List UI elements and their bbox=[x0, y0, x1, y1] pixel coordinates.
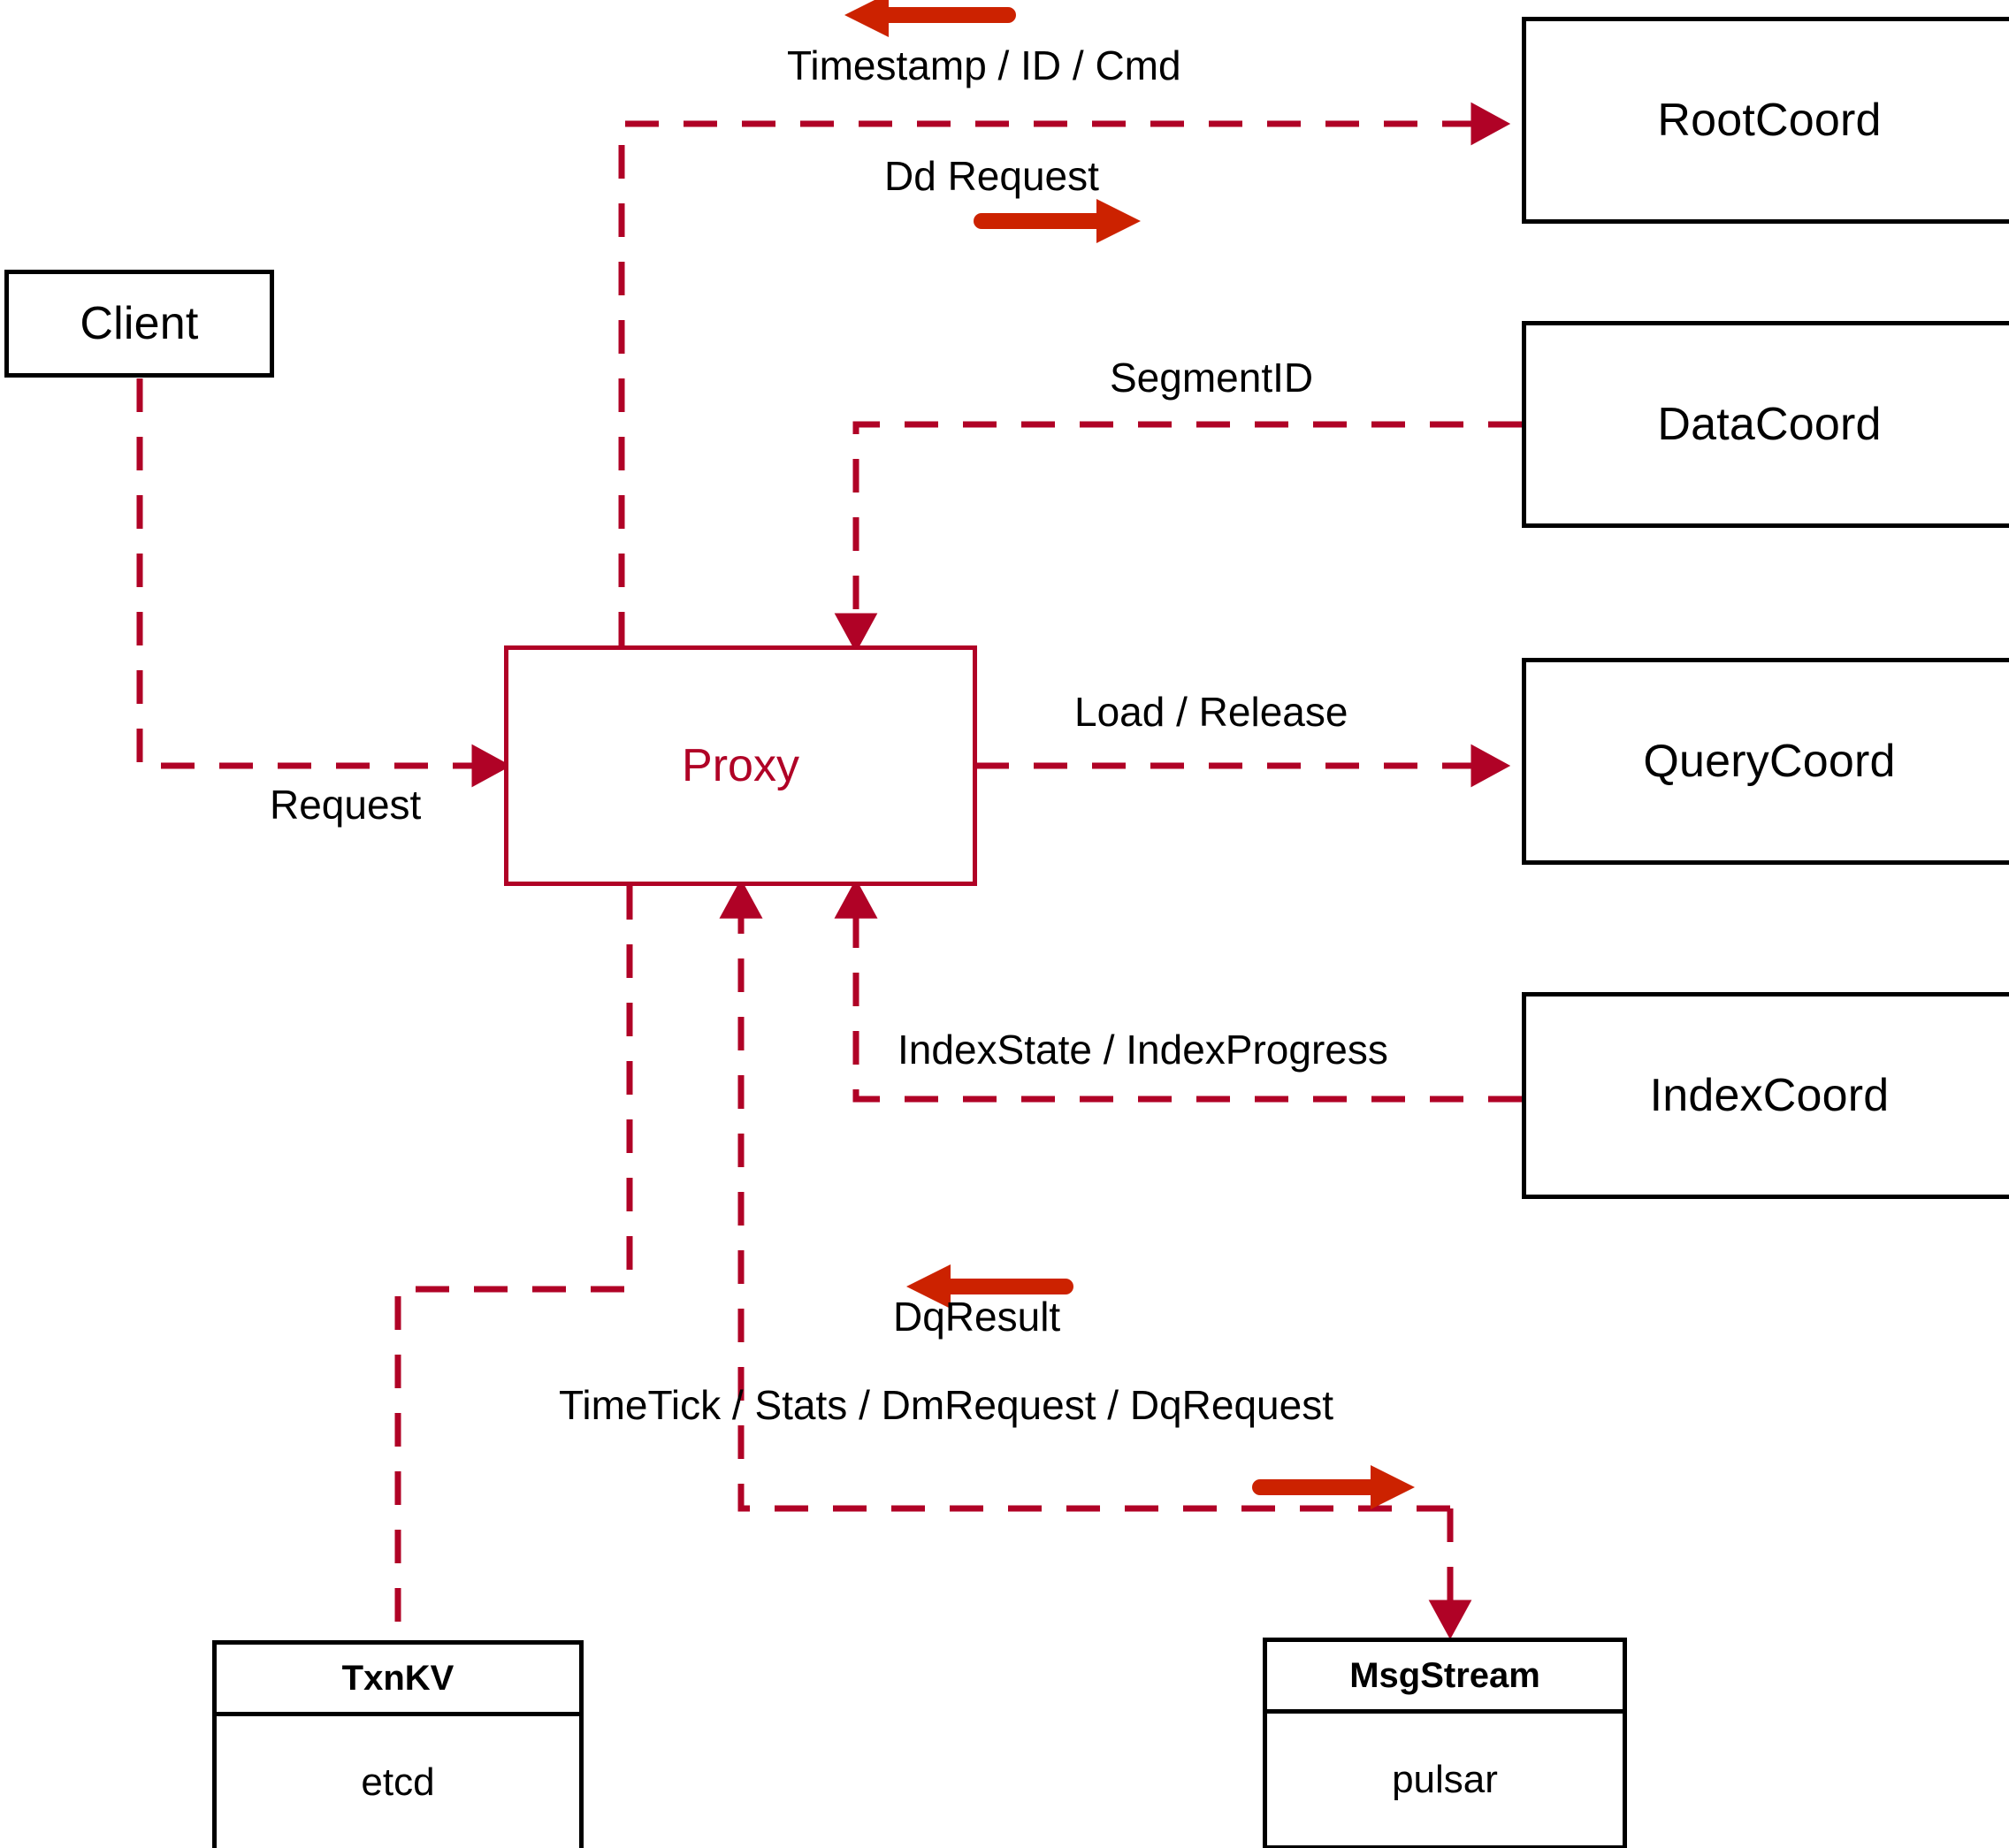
edge-msgstream-proxy bbox=[719, 878, 1450, 1512]
node-txnkv-body-label: etcd bbox=[361, 1760, 435, 1804]
edge-label-index-state-progress: IndexState / IndexProgress bbox=[898, 1027, 1388, 1073]
node-msgstream-header: MsgStream bbox=[1267, 1642, 1623, 1714]
node-datacoord-label: DataCoord bbox=[1657, 399, 1882, 450]
edge-client-proxy bbox=[136, 378, 512, 788]
node-msgstream-body: pulsar bbox=[1267, 1714, 1623, 1845]
node-msgstream-header-label: MsgStream bbox=[1349, 1655, 1540, 1695]
node-querycoord-label: QueryCoord bbox=[1643, 736, 1896, 787]
node-datacoord[interactable]: DataCoord bbox=[1522, 321, 2009, 528]
edge-label-segment-id: SegmentID bbox=[1110, 355, 1314, 401]
node-client-label: Client bbox=[80, 298, 199, 349]
node-txnkv-header: TxnKV bbox=[217, 1645, 579, 1716]
node-indexcoord[interactable]: IndexCoord bbox=[1522, 992, 2009, 1199]
edge-label-timestamp-id-cmd: Timestamp / ID / Cmd bbox=[787, 42, 1181, 88]
edge-proxy-rootcoord bbox=[618, 102, 1511, 645]
node-proxy-label: Proxy bbox=[682, 740, 799, 791]
edge-label-timetick-stats: TimeTick / Stats / DmRequest / DqRequest bbox=[559, 1382, 1333, 1428]
node-txnkv-body: etcd bbox=[217, 1716, 579, 1848]
node-indexcoord-label: IndexCoord bbox=[1649, 1070, 1890, 1121]
direction-arrow-dqrequest bbox=[1252, 1465, 1415, 1509]
node-msgstream-body-label: pulsar bbox=[1392, 1757, 1498, 1801]
edge-datacoord-proxy bbox=[834, 421, 1522, 653]
direction-arrow-ddrequest bbox=[974, 199, 1141, 243]
node-txnkv[interactable]: TxnKV etcd bbox=[212, 1640, 584, 1848]
node-msgstream[interactable]: MsgStream pulsar bbox=[1263, 1638, 1627, 1848]
edge-indexcoord-proxy bbox=[834, 878, 1522, 1103]
edge-label-load-release: Load / Release bbox=[1074, 689, 1348, 735]
node-querycoord[interactable]: QueryCoord bbox=[1522, 658, 2009, 865]
node-client[interactable]: Client bbox=[4, 270, 274, 378]
direction-arrow-timestamp bbox=[844, 0, 1016, 37]
edge-label-dd-request: Dd Request bbox=[884, 153, 1099, 199]
edge-label-dq-result: DqResult bbox=[893, 1294, 1061, 1340]
node-rootcoord-label: RootCoord bbox=[1657, 95, 1882, 146]
edge-proxy-txnkv bbox=[394, 886, 633, 1640]
node-proxy[interactable]: Proxy bbox=[504, 645, 977, 886]
direction-arrow-dqresult bbox=[906, 1264, 1073, 1309]
node-txnkv-header-label: TxnKV bbox=[341, 1658, 455, 1698]
node-rootcoord[interactable]: RootCoord bbox=[1522, 17, 2009, 224]
edge-label-request: Request bbox=[270, 782, 422, 828]
